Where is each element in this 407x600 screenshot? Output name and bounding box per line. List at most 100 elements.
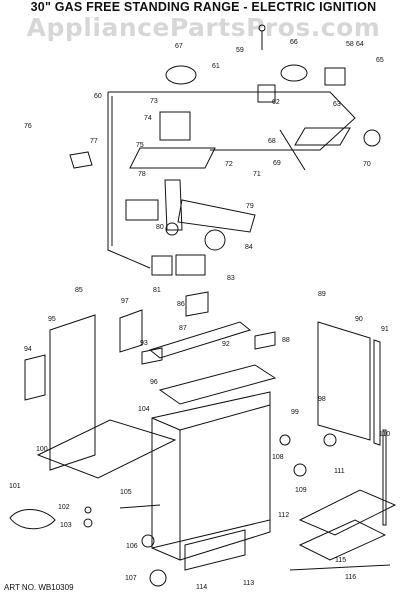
part-label-66: 66 (290, 39, 298, 46)
panel-114 (184, 529, 246, 571)
part-label-109: 109 (295, 487, 307, 494)
part-label-112: 112 (278, 512, 289, 519)
bottom-100 (36, 419, 177, 479)
part-label-88: 88 (282, 337, 290, 344)
part-label-58: 58 (346, 41, 354, 48)
burner-66 (280, 64, 308, 82)
side-panel-95 (49, 314, 96, 471)
part-label-83: 83 (227, 275, 235, 282)
part-label-103: 103 (60, 522, 72, 529)
trim-116 (289, 564, 391, 571)
part-label-65: 65 (376, 57, 384, 64)
part-label-61: 61 (212, 63, 220, 70)
part-label-80: 80 (156, 224, 164, 231)
part-label-73: 73 (150, 98, 158, 105)
tube-69 (279, 129, 306, 171)
part-label-89: 89 (318, 291, 326, 298)
part-97 (119, 309, 143, 353)
panel-87 (148, 321, 252, 359)
part-108 (279, 434, 291, 446)
part-label-96: 96 (150, 379, 158, 386)
top-panel-96 (158, 364, 277, 405)
part-label-107: 107 (125, 575, 137, 582)
part-label-67: 67 (175, 43, 183, 50)
part-label-87: 87 (179, 325, 187, 332)
part-label-93: 93 (140, 340, 148, 347)
part-93 (141, 347, 163, 365)
part-label-108: 108 (272, 454, 284, 461)
part-label-101: 101 (9, 483, 21, 490)
part-label-115: 115 (335, 557, 346, 564)
part-label-97: 97 (121, 298, 129, 305)
part-label-84: 84 (245, 244, 253, 251)
panel-90 (317, 321, 371, 441)
part-label-86: 86 (177, 301, 185, 308)
gas-manifold-outline (108, 91, 356, 151)
diagram-title: 30" GAS FREE STANDING RANGE - ELECTRIC I… (30, 0, 377, 14)
part-label-78: 78 (138, 171, 146, 178)
part-label-91: 91 (381, 326, 389, 333)
connector-84 (204, 229, 226, 251)
part-label-79: 79 (246, 203, 254, 210)
strip-110 (382, 429, 387, 526)
part-label-71: 71 (253, 171, 261, 178)
part-64 (324, 67, 346, 86)
switch-70 (363, 129, 381, 147)
part-label-100: 100 (36, 446, 48, 453)
part-label-59: 59 (236, 47, 244, 54)
part-102 (84, 506, 92, 514)
part-label-81: 81 (153, 287, 161, 294)
screw-105 (119, 504, 161, 509)
gas-tube-60 (107, 92, 151, 269)
heat-shield-75 (129, 147, 216, 169)
part-label-102: 102 (58, 504, 70, 511)
part-107 (149, 569, 167, 587)
oven-body-104 (151, 391, 271, 549)
part-label-111: 111 (334, 468, 345, 475)
part-label-99: 99 (291, 409, 299, 416)
part-label-85: 85 (75, 287, 83, 294)
part-label-90: 90 (355, 316, 363, 323)
part-label-94: 94 (24, 346, 32, 353)
part-103 (83, 518, 93, 528)
rack-111 (298, 489, 397, 536)
part-label-98: 98 (318, 396, 326, 403)
part-label-74: 74 (144, 115, 152, 122)
panel-94 (24, 354, 46, 401)
part-83 (175, 254, 206, 276)
part-label-113: 113 (243, 580, 254, 587)
part-label-110: 110 (379, 431, 390, 438)
part-label-77: 77 (90, 138, 98, 145)
bracket-77 (69, 151, 93, 169)
part-label-76: 76 (24, 123, 32, 130)
part-62 (257, 84, 276, 103)
part-label-114: 114 (196, 584, 207, 591)
part-label-60: 60 (94, 93, 102, 100)
burner-67 (165, 65, 197, 85)
part-labels: 58 59 60 61 62 63 64 65 66 67 68 69 70 71 72 73 74 75 76 77… (9, 39, 390, 591)
part-label-62: 62 (272, 99, 280, 106)
art-number: ART NO. WB10309 (4, 583, 74, 592)
part-label-75: 75 (136, 142, 144, 149)
rail-79 (177, 199, 256, 233)
valve-78 (125, 199, 159, 221)
part-label-70: 70 (363, 161, 371, 168)
part-label-92: 92 (222, 341, 230, 348)
part-label-105: 105 (120, 489, 132, 496)
part-label-69: 69 (273, 160, 281, 167)
part-label-63: 63 (333, 101, 341, 108)
fitting-80 (165, 222, 179, 236)
part-label-116: 116 (345, 574, 356, 581)
part-98 (323, 433, 337, 447)
part-label-64: 64 (356, 41, 364, 48)
valve-81 (151, 255, 173, 276)
part-106 (141, 534, 155, 548)
trim-91 (373, 339, 381, 446)
part-label-68: 68 (268, 138, 276, 145)
part-86 (185, 291, 209, 317)
part-label-104: 104 (138, 406, 150, 413)
part-label-106: 106 (126, 543, 138, 550)
part-label-72: 72 (225, 161, 233, 168)
